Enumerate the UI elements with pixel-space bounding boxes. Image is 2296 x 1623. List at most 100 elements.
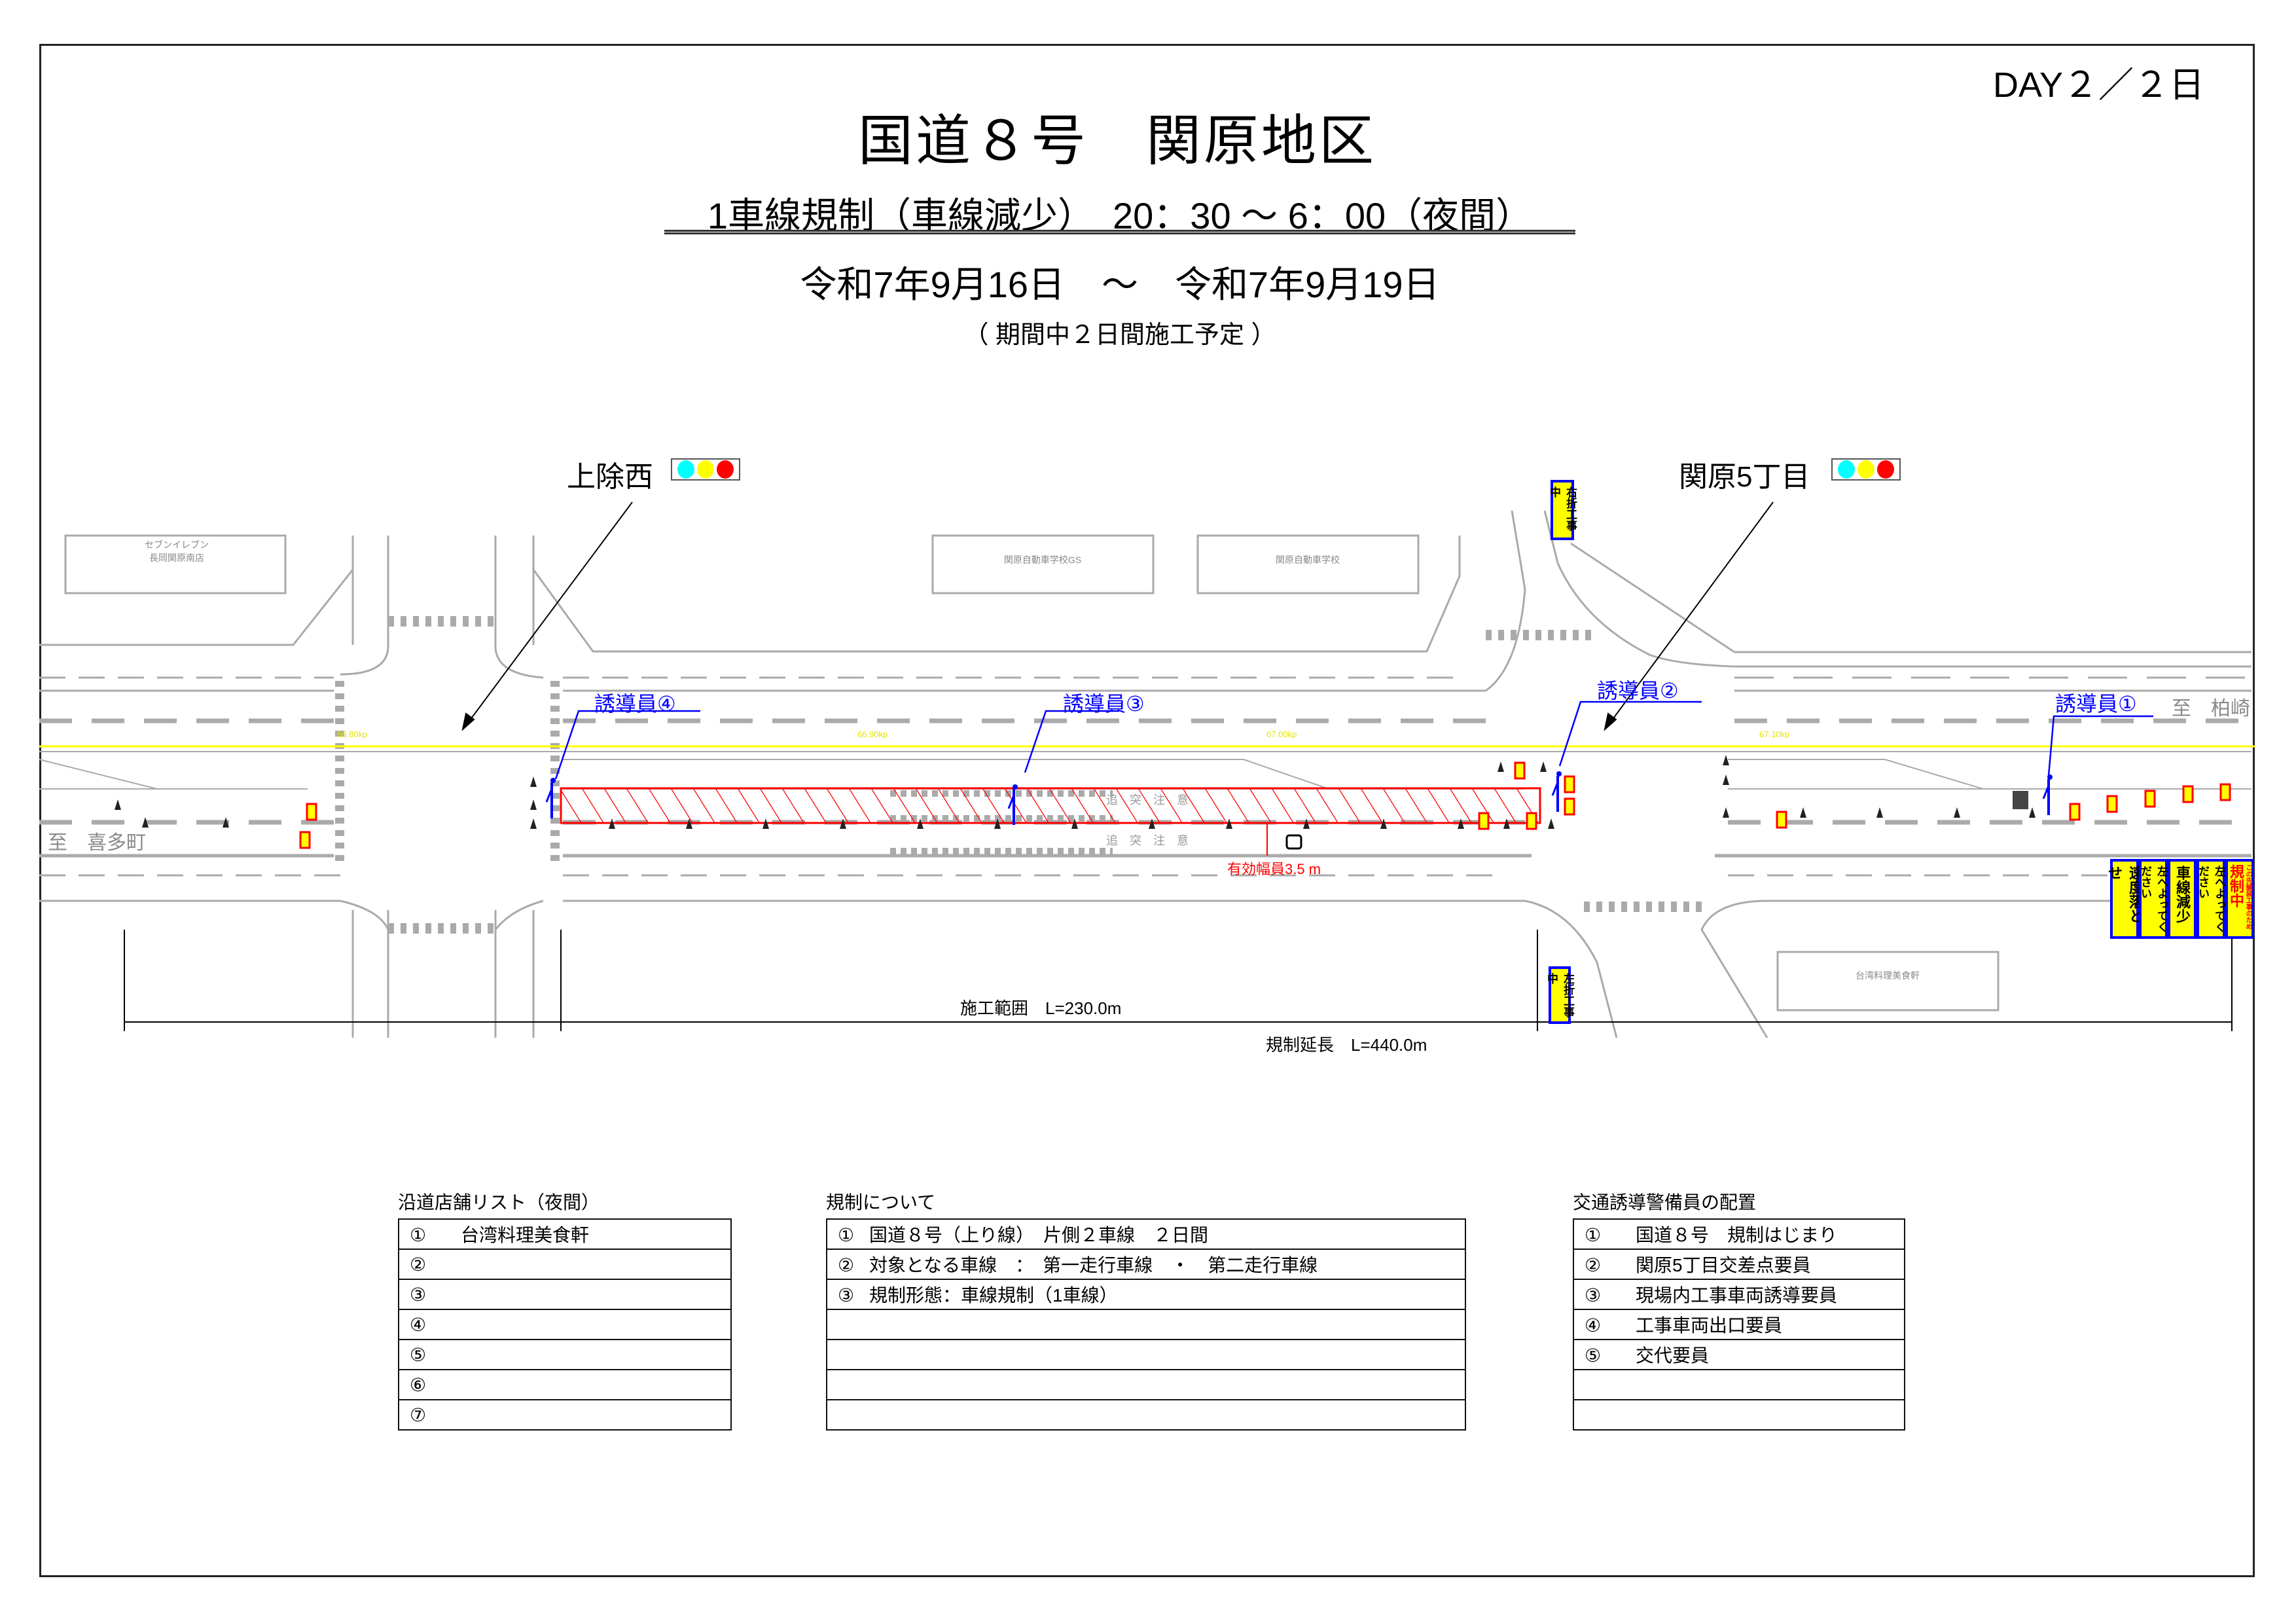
arrow-board-icon xyxy=(2182,785,2194,803)
signal-yellow-lamp xyxy=(1857,460,1874,479)
building-school-gs xyxy=(931,534,1155,594)
regulation-length-label: 規制延長 L=440.0m xyxy=(1266,1035,1427,1055)
row-text: 台湾料理美食軒 xyxy=(461,1225,590,1245)
row-text: 国道８号（上り線） 片側２車線 ２日間 xyxy=(869,1225,1209,1245)
arrow-board-icon xyxy=(2144,790,2156,808)
building-label-school: 関原自動車学校 xyxy=(1276,555,1340,565)
row-number: ④ xyxy=(410,1314,427,1335)
table-cell: ① 台湾料理美食軒 xyxy=(398,1218,732,1250)
row-number: ① xyxy=(410,1225,427,1245)
table-cell: ② xyxy=(398,1249,732,1280)
arrow-board-icon xyxy=(1776,811,1787,829)
building-label-school-gs: 関原自動車学校GS xyxy=(1003,555,1082,565)
table-cell: ⑤ xyxy=(398,1339,732,1370)
effective-width-label: 有効幅員3.5 m xyxy=(1227,861,1321,877)
kp-label: 66.80kp xyxy=(337,729,368,739)
signal-green-lamp xyxy=(1838,460,1855,479)
arrow-board-icon xyxy=(299,831,311,849)
row-number: ⑥ xyxy=(410,1374,427,1395)
traffic-cone-icon xyxy=(1380,818,1387,829)
page-title: 国道８号 関原地区 xyxy=(857,110,1377,172)
row-number: ⑤ xyxy=(410,1344,427,1365)
table-row: ② xyxy=(398,1249,732,1280)
guard-figures xyxy=(545,771,2053,825)
row-text: 交代要員 xyxy=(1636,1345,1710,1366)
arrow-boards xyxy=(299,761,2231,849)
traffic-cone-icon xyxy=(1149,818,1155,829)
traffic-cone-icon xyxy=(530,776,537,787)
traffic-signal-icon xyxy=(671,458,740,481)
table-row: ① 国道８号 規制はじまり xyxy=(1573,1218,1905,1250)
building-label-line: セブンイレブン xyxy=(145,539,209,550)
row-text: 現場内工事車両誘導要員 xyxy=(1636,1285,1838,1305)
intersection-name-kamijonishi: 上除西 xyxy=(567,461,653,493)
direction-east: 至 柏崎 xyxy=(2172,698,2250,720)
right-turn-work-sign: 右折工事中 xyxy=(1548,480,1577,540)
traffic-cone-icon xyxy=(1303,818,1310,829)
table-row: ① 台湾料理美食軒 xyxy=(398,1218,732,1250)
table-row xyxy=(1573,1399,1905,1431)
building-label-taiwan: 台湾料理美食軒 xyxy=(1856,970,1920,981)
table-row xyxy=(826,1309,1466,1340)
guard-label-2: 誘導員② xyxy=(1597,679,1679,702)
work-range-label: 施工範囲 L=230.0m xyxy=(960,998,1122,1018)
signal-red-lamp xyxy=(1877,460,1894,479)
building-label-seven-eleven: セブンイレブン 長岡関原南店 xyxy=(131,538,223,564)
row-text: 国道８号 規制はじまり xyxy=(1636,1225,1838,1245)
arrow-board-icon xyxy=(2069,803,2081,821)
arrow-board-icon xyxy=(2219,783,2231,801)
flagman-icon xyxy=(1007,784,1018,825)
work-vehicle-icon xyxy=(1285,834,1302,850)
road-marking-text: 追突注意 xyxy=(1106,793,1200,807)
guard-label-4: 誘導員④ xyxy=(594,692,676,716)
arrow-board-icon xyxy=(1564,797,1575,816)
traffic-cone-icon xyxy=(840,818,846,829)
date-range: 令和7年9月16日 〜 令和7年9月19日 xyxy=(800,264,1440,305)
arrow-board-icon xyxy=(306,803,317,821)
traffic-cone-icon xyxy=(2029,807,2036,818)
building-seven-eleven xyxy=(64,534,287,594)
day-indicator: DAY２／２日 xyxy=(1993,65,2205,105)
signal-red-lamp xyxy=(717,460,734,479)
leader-arrows xyxy=(461,501,1774,731)
traffic-cone-icon xyxy=(1723,755,1729,765)
table-row: ⑦ xyxy=(398,1399,732,1431)
row-number: ② xyxy=(410,1254,427,1275)
guards-table-title: 交通誘導警備員の配置 xyxy=(1573,1192,1757,1213)
sign-regulation-ahead: この先舗装工事のため 規制中 xyxy=(2225,859,2254,939)
guard-leaders xyxy=(554,701,2153,780)
traffic-cone-icon xyxy=(1548,818,1554,829)
schedule-note: （ 期間中２日間施工予定 ） xyxy=(963,321,1276,349)
table-cell xyxy=(826,1309,1466,1340)
table-cell: ④ xyxy=(398,1309,732,1340)
traffic-cone-icon xyxy=(1954,807,1960,818)
traffic-cone-icon xyxy=(1540,761,1547,772)
table-cell: ③ xyxy=(398,1279,732,1310)
arrow-board-icon xyxy=(1478,812,1490,830)
kp-label: 67.00kp xyxy=(1266,729,1297,739)
guard-label-1: 誘導員① xyxy=(2055,692,2137,716)
guard-label-3: 誘導員③ xyxy=(1063,692,1145,716)
traffic-cone-icon xyxy=(917,818,924,829)
row-number: ① xyxy=(1585,1225,1602,1245)
table-row: ⑤ xyxy=(398,1339,732,1370)
flagman-icon xyxy=(545,778,556,818)
sign-keep-left: 左へよってください xyxy=(2197,859,2225,939)
sign-lane-reduction: 車線減少 xyxy=(2168,859,2197,939)
building-label-line: 長岡関原南店 xyxy=(149,553,204,563)
arrow-board-icon xyxy=(1526,812,1537,830)
row-number: ④ xyxy=(1585,1315,1602,1336)
traffic-cone-icon xyxy=(223,817,229,828)
row-text: 関原5丁目交差点要員 xyxy=(1636,1255,1811,1275)
row-number: ③ xyxy=(838,1285,855,1305)
arrow-board-icon xyxy=(2106,795,2118,813)
